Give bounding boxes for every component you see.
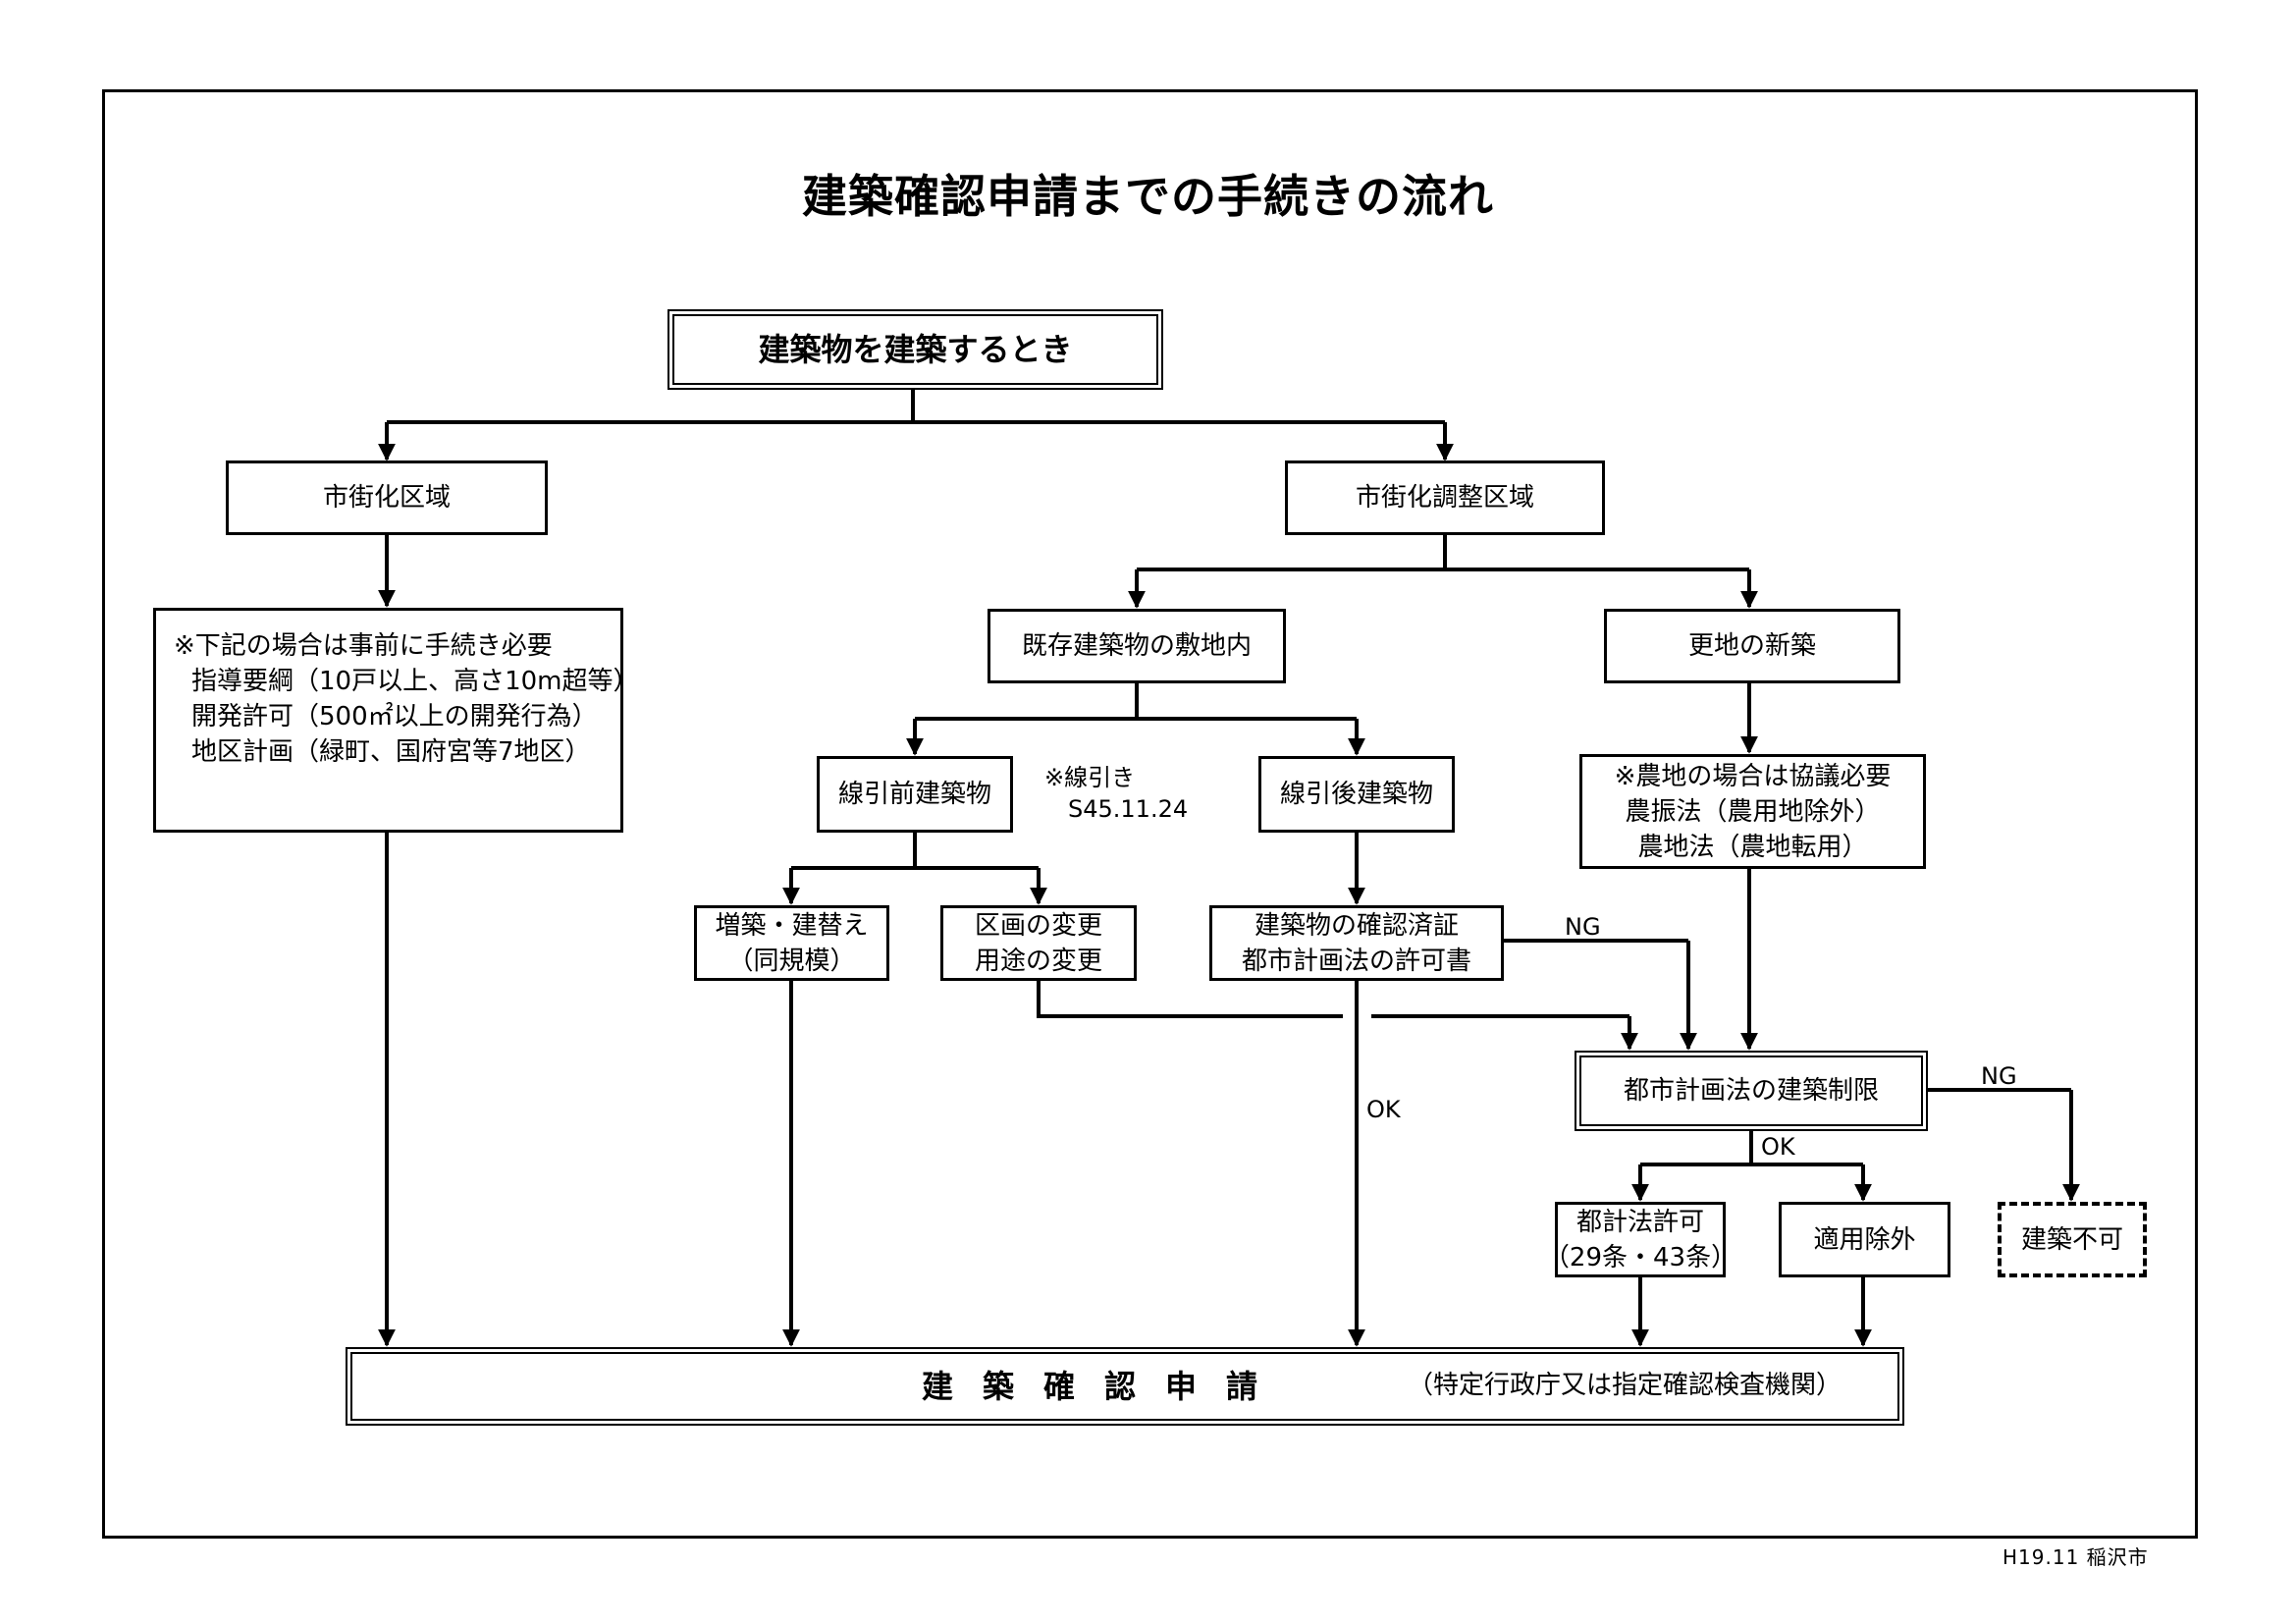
confirmation-box: 建築物の確認済証 都市計画法の許可書 (1209, 905, 1504, 981)
final-application-box: 建築確認申請 （特定行政庁又は指定確認検査機関） (346, 1347, 1904, 1426)
farmland-note-line: 農地法（農地転用） (1637, 832, 1868, 862)
start-box: 建築物を建築するとき (667, 309, 1163, 390)
page-frame (102, 89, 2198, 1539)
not-allowed-box: 建築不可 (1998, 1202, 2147, 1277)
urbanized-note-line: 開発許可（500㎡以上の開発行為） (191, 702, 598, 731)
ng-label-confirmation: NG (1565, 913, 1601, 941)
restriction-box: 都市計画法の建築制限 (1575, 1051, 1928, 1131)
connector-pre-line (791, 833, 1039, 870)
farmland-note-line: 農振法（農用地除外） (1625, 796, 1881, 827)
extension-box: 増築・建替え （同規模） (694, 905, 889, 981)
exemption-box: 適用除外 (1779, 1202, 1950, 1277)
control-area-box: 市街化調整区域 (1285, 460, 1605, 535)
diagram-title: 建築確認申請までの手続きの流れ (802, 170, 1494, 223)
connector-restriction-ok (1640, 1131, 1863, 1166)
farmland-note-box: ※農地の場合は協議必要 農振法（農用地除外） 農地法（農地転用） (1579, 754, 1926, 869)
final-application-title: 建築確認申請 (922, 1368, 1288, 1405)
ok-label-confirmation: OK (1366, 1096, 1401, 1123)
permit-box: 都計法許可 （29条・43条） (1544, 1202, 1736, 1277)
change-box: 区画の変更 用途の変更 (940, 905, 1137, 981)
new-land-box: 更地の新築 (1604, 609, 1900, 683)
post-line-building-box: 線引後建築物 (1258, 756, 1455, 833)
ok-label-restriction: OK (1761, 1133, 1795, 1161)
farmland-note-line: ※農地の場合は協議必要 (1614, 761, 1892, 791)
existing-site-box: 既存建築物の敷地内 (988, 609, 1286, 683)
footer-note: H19.11 稲沢市 (2002, 1545, 2149, 1569)
final-application-agency: （特定行政庁又は指定確認検査機関） (1408, 1371, 1842, 1400)
connector-change (1037, 981, 1629, 1018)
connector-start (387, 390, 1445, 424)
urbanized-note-line: ※下記の場合は事前に手続き必要 (174, 631, 553, 661)
urbanized-note-line: 指導要綱（10戸以上、高さ10m超等） (191, 667, 639, 696)
connector-control (1137, 535, 1749, 571)
urbanized-note-box: ※下記の場合は事前に手続き必要 指導要綱（10戸以上、高さ10m超等） 開発許可… (153, 608, 639, 833)
urbanized-note-line: 地区計画（緑町、国府宮等7地区） (191, 737, 591, 767)
ng-label-restriction: NG (1981, 1062, 2017, 1090)
urbanized-area-box: 市街化区域 (226, 460, 548, 535)
connector-existing (915, 683, 1357, 721)
pre-line-building-box: 線引前建築物 (817, 756, 1013, 833)
line-note: ※線引き S45.11.24 (1044, 764, 1189, 823)
